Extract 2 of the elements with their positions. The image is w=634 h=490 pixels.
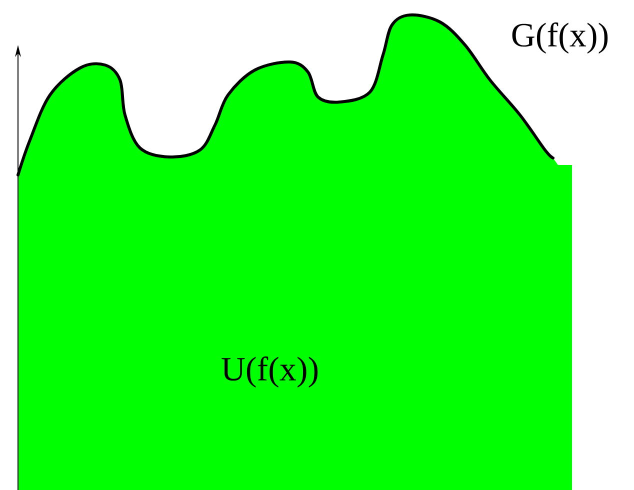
region-label: U(f(x)) bbox=[222, 356, 318, 388]
curve-label: G(f(x)) bbox=[512, 22, 608, 54]
